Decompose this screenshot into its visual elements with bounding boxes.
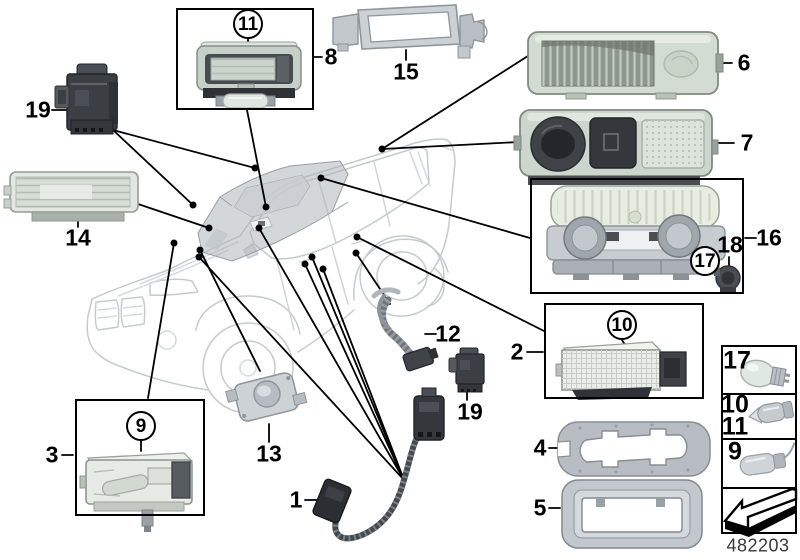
callout-18[interactable]: 18 [717,231,743,258]
part-15-bracket-frame [332,4,488,59]
part-2-interior-lamp [555,341,687,400]
callout-9-circled[interactable]: 9 [126,411,156,441]
callout-15[interactable]: 15 [393,58,419,85]
bulb-with-cable-icon [739,442,796,476]
legend-number-10[interactable]: 10 [721,390,749,419]
part-11-lamp [196,41,302,109]
part-19-switch-mid [448,347,485,393]
legend-table [721,345,797,534]
part-14-lamp [3,171,139,222]
part-4-gasket [557,421,711,477]
legend-divider [723,438,795,440]
callout-2[interactable]: 2 [510,338,524,365]
part-1-wiring-harness [312,387,445,542]
callout-13[interactable]: 13 [256,440,282,467]
diagram-part-number: 482203 [726,535,790,556]
legend-number-9[interactable]: 9 [728,437,742,466]
callout-16[interactable]: 16 [756,224,782,251]
callout-11-circled[interactable]: 11 [233,9,263,39]
callout-17-circled[interactable]: 17 [690,246,720,276]
part-19-switch-top [54,63,118,135]
part-3-luggage-lamp [79,452,194,532]
part-13-bracket-lamp [225,372,308,422]
callout-8[interactable]: 8 [324,43,338,70]
callout-12[interactable]: 12 [435,320,461,347]
callout-5[interactable]: 5 [533,494,547,521]
attachment-point-dots [170,145,386,273]
callout-19-top[interactable]: 19 [25,96,51,123]
part-5-trim-frame [561,479,703,549]
callout-4[interactable]: 4 [533,434,547,461]
callout-19-mid[interactable]: 19 [457,398,483,425]
callout-7[interactable]: 7 [740,129,754,156]
part-12-cable-duct [371,287,439,372]
callout-3[interactable]: 3 [45,441,59,468]
part-16-overhead-console [546,185,726,280]
callout-10-circled[interactable]: 10 [607,310,637,340]
wedge-base-bulb-icon [740,359,791,388]
callout-1[interactable]: 1 [289,486,303,513]
legend-number-11[interactable]: 11 [721,412,749,441]
part-7-reading-lamp [513,109,719,185]
headliner-ghost [197,160,349,262]
part-6-vanity-lamp [527,31,724,100]
part-18-bulb-socket [714,265,741,294]
legend-divider [723,393,795,395]
leader-lines [51,37,757,509]
callout-14[interactable]: 14 [65,224,91,251]
legend-number-17[interactable]: 17 [723,346,751,375]
callout-6[interactable]: 6 [737,49,751,76]
legend-divider [723,487,795,489]
festoon-bulb-icon [748,400,795,424]
